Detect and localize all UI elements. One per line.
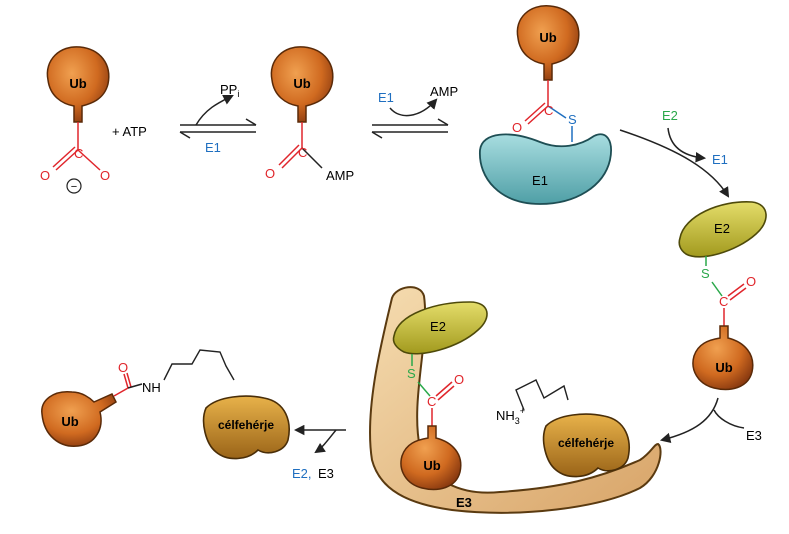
ppi-label: PPi (220, 82, 239, 99)
ubiquitinated-product: Ub O NH célfehérje (41, 349, 290, 460)
e3-label-b: E3 (318, 466, 334, 481)
e2-enzyme-center-label: E2 (430, 319, 446, 334)
minus-sign: − (71, 181, 77, 193)
product-release-arrow: E2, E3 (292, 424, 346, 481)
e1-label-a: E1 (205, 140, 221, 155)
oxygen-label-1b: O (100, 168, 110, 183)
target-protein-product (202, 395, 290, 460)
target-protein-product-label: célfehérje (218, 418, 274, 432)
oxygen-label-4: O (746, 274, 756, 289)
ammonium-label: NH3+ (496, 406, 525, 426)
e3-complex: E3 E2 S C O Ub NH3+ célfehérje (369, 286, 662, 514)
ub-label-2: Ub (293, 76, 310, 91)
equilibrium-arrow-2: E1 AMP (371, 84, 458, 139)
e3-entry-arrow: E3 (659, 397, 762, 444)
ub-blob-6 (41, 391, 117, 447)
sulfur-label-e1: S (568, 112, 577, 127)
oxygen-label-2: O (265, 166, 275, 181)
ub-blob-1 (46, 46, 110, 123)
e3-enzyme-label: E3 (456, 495, 472, 510)
ub-label-4: Ub (715, 360, 732, 375)
oxygen-label-3: O (512, 120, 522, 135)
e2-label-b: E2, (292, 466, 312, 481)
carbon-label-2: C (298, 145, 307, 160)
e2-ub-thioester: E2 S C O Ub (678, 201, 767, 391)
e1-enzyme-label: E1 (532, 173, 548, 188)
carbon-label-1: C (74, 146, 83, 161)
e1-label-c: E1 (712, 152, 728, 167)
oxygen-label-5: O (454, 372, 464, 387)
ub-blob-2 (270, 46, 334, 123)
target-protein-center (542, 413, 630, 478)
carbon-label-4: C (719, 294, 728, 309)
e2-enzyme-right-label: E2 (714, 221, 730, 236)
amp-label-2: AMP (430, 84, 458, 99)
sulfur-label-e2-center: S (407, 366, 416, 381)
ub-label-3: Ub (539, 30, 556, 45)
e2-enzyme-center (392, 301, 488, 355)
ub-carboxylate: Ub C O O − (40, 46, 110, 194)
ub-label-1: Ub (69, 76, 86, 91)
ub-label-6: Ub (61, 414, 78, 429)
ub-blob-4 (692, 325, 754, 391)
e1-enzyme (479, 133, 612, 205)
ub-blob-3 (516, 5, 580, 81)
negative-charge-icon (66, 178, 82, 194)
atp-label: + ATP (112, 124, 147, 139)
target-protein-center-label: célfehérje (558, 436, 614, 450)
ub-blob-5 (400, 425, 462, 491)
e1-to-e2-arrow: E2 E1 (619, 108, 730, 198)
ub-label-5: Ub (423, 458, 440, 473)
sulfur-label-e2-right: S (701, 266, 710, 281)
carbon-label-5: C (427, 394, 436, 409)
e3-enzyme (369, 286, 662, 514)
e2-enzyme-right (678, 201, 767, 258)
e1-label-b: E1 (378, 90, 394, 105)
equilibrium-arrow-1: PPi E1 (179, 82, 257, 155)
amide-nh-label: NH (142, 380, 161, 395)
oxygen-label-1a: O (40, 168, 50, 183)
ub-e1-thioester: Ub C O S E1 (479, 5, 612, 205)
e3-label-a: E3 (746, 428, 762, 443)
e2-label-a: E2 (662, 108, 678, 123)
oxygen-label-6: O (118, 360, 128, 375)
amp-label-1: AMP (326, 168, 354, 183)
ub-amp: Ub C O AMP (265, 46, 354, 183)
carbon-label-3: C (544, 103, 553, 118)
